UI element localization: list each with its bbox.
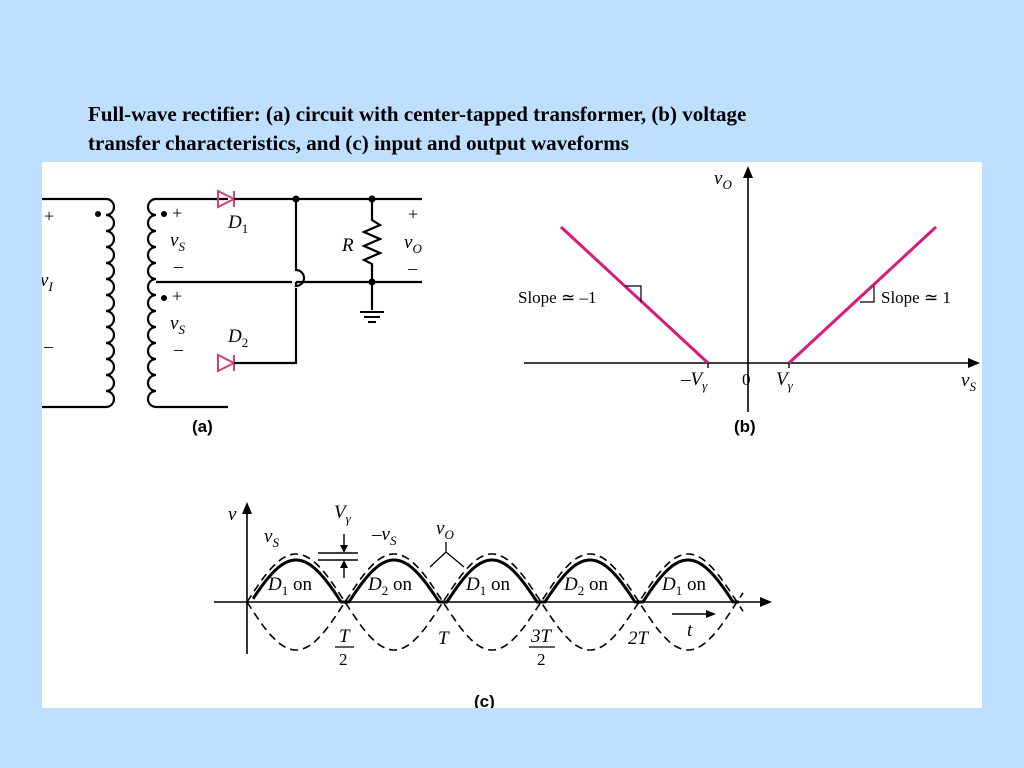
primary-dot — [95, 211, 101, 217]
t-direction-arrowhead — [706, 610, 716, 618]
transfer-characteristic: Slope ≃ –1 Slope ≃ 1 vO vS 0 –Vγ Vγ (b) — [518, 166, 980, 436]
panel-b-label: (b) — [734, 417, 756, 436]
vs-axis-label: vS — [961, 370, 976, 394]
interval-label: D1 on — [661, 574, 706, 598]
output-plus: + — [408, 204, 418, 224]
sec-bot-minus: – — [173, 339, 184, 359]
output-voltage: vO — [404, 232, 422, 256]
sec-bot-plus: + — [172, 286, 182, 306]
slope-left-marker — [625, 285, 642, 302]
vo-label: vO — [436, 518, 454, 542]
sec-top-minus: – — [173, 256, 184, 276]
secondary-bottom-dot — [161, 295, 167, 301]
resistor-r — [361, 199, 383, 282]
caption-line-2: transfer characteristics, and (c) input … — [88, 131, 629, 155]
vgamma-label: Vγ — [334, 502, 352, 526]
junction-top — [292, 195, 300, 203]
neg-vs-label: –vS — [371, 524, 397, 548]
neg-vgamma-label: –Vγ — [680, 369, 708, 393]
vgamma-arrowhead-up — [340, 560, 348, 568]
vs-waveform — [246, 553, 744, 651]
diode-d1-label: D1 — [227, 212, 248, 236]
vo-axis-arrow — [743, 166, 753, 178]
secondary-top-dot — [161, 211, 167, 217]
figure-caption: Full-wave rectifier: (a) circuit with ce… — [88, 100, 948, 158]
diode-d2 — [217, 353, 237, 373]
neg-vs-waveform — [246, 553, 744, 651]
resistor-label: R — [341, 235, 354, 256]
transfer-line-left — [559, 225, 710, 365]
circuit-diagram: + – vI + vS – + vS – D1 D2 R + vO – — [42, 189, 422, 436]
tick-3t-half-num: 3T — [530, 626, 553, 647]
time-axis-arrow — [760, 597, 772, 607]
primary-coil — [42, 197, 116, 409]
interval-label: D2 on — [367, 574, 412, 598]
tick-3t-half-den: 2 — [537, 650, 546, 669]
tick-t-half-num: T — [339, 626, 351, 647]
vo-pointer — [429, 542, 465, 568]
figure-svg: + – vI + vS – + vS – D1 D2 R + vO – — [42, 166, 980, 708]
wire-crossover — [294, 199, 306, 288]
tick-t: T — [438, 628, 450, 649]
diode-d1 — [217, 189, 237, 209]
panel-a-label: (a) — [192, 417, 213, 436]
slope-right-label: Slope ≃ 1 — [881, 288, 951, 307]
sec-top-plus: + — [172, 203, 182, 223]
v-axis-label: v — [228, 504, 237, 525]
origin-label: 0 — [742, 370, 751, 389]
caption-line-1: Full-wave rectifier: (a) circuit with ce… — [88, 102, 747, 126]
interval-label: D1 on — [465, 574, 510, 598]
ground-wire — [296, 280, 422, 310]
waveforms: v t vS –vS vO Vγ D1 on D2 on D1 on D2 on… — [214, 502, 772, 708]
ground-symbol — [360, 311, 384, 323]
sec-top-voltage: vS — [170, 230, 185, 254]
slope-left-label: Slope ≃ –1 — [518, 288, 596, 307]
vs-axis-arrow — [968, 358, 980, 368]
tick-t-half-den: 2 — [339, 650, 348, 669]
vs-label: vS — [264, 526, 279, 550]
interval-label: D1 on — [267, 574, 312, 598]
junction-ground — [368, 278, 376, 286]
panel-c-label: (c) — [474, 692, 495, 708]
bottom-wire — [234, 288, 298, 365]
secondary-coil — [146, 197, 228, 409]
vo-waveform — [251, 558, 739, 604]
diode-d2-label: D2 — [227, 326, 248, 350]
sec-bot-voltage: vS — [170, 313, 185, 337]
v-axis-arrow — [242, 502, 252, 514]
vo-axis-label: vO — [714, 168, 732, 192]
transfer-line-right — [787, 225, 938, 365]
figure-panel: + – vI + vS – + vS – D1 D2 R + vO – — [42, 162, 982, 708]
primary-voltage-label: vI — [42, 270, 53, 294]
interval-label: D2 on — [563, 574, 608, 598]
tick-2t: 2T — [628, 628, 650, 649]
vgamma-arrowhead-down — [340, 545, 348, 553]
output-minus: – — [407, 258, 418, 278]
primary-minus: – — [43, 336, 54, 356]
pos-vgamma-label: Vγ — [776, 369, 794, 393]
primary-plus: + — [44, 206, 54, 226]
t-axis-label: t — [687, 620, 693, 641]
slope-right-marker — [860, 286, 875, 303]
